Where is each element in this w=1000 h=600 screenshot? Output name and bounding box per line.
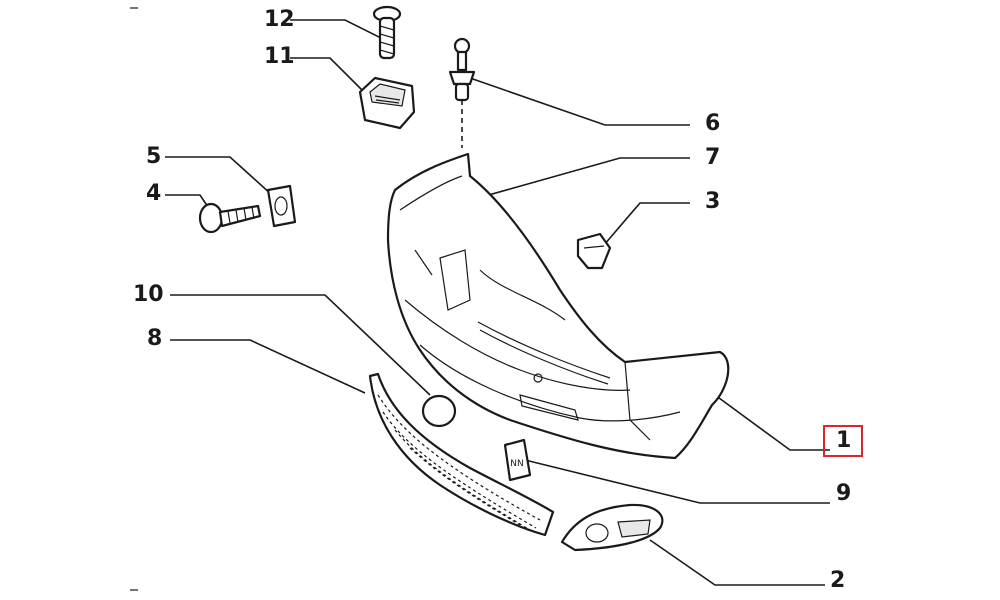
callout-5: 5 [146,144,162,169]
callout-12: 12 [264,7,295,32]
callout-11: 11 [264,44,295,69]
cap-part-10 [421,394,457,428]
retainer-plate-part-5 [266,184,297,228]
bracket-part-9: NN [503,438,532,482]
callout-2: 2 [830,568,846,593]
fog-lamp-bezel-part-2 [560,503,664,552]
clip-nut-part-11 [358,76,416,130]
highlight-box-part-1 [823,425,863,457]
crop-marks [130,7,138,591]
bumper-shell-part-1 [386,152,730,460]
callout-3: 3 [705,189,721,214]
callout-10: 10 [133,282,164,307]
callout-4: 4 [146,181,162,206]
callout-1: 1 [836,428,852,453]
bolt-part-4 [198,202,262,234]
callout-6: 6 [705,111,721,136]
push-stud-part-6 [448,37,476,102]
mesh-grille-part-8 [368,372,555,537]
clip-part-3 [576,232,612,270]
leader-lines [165,19,830,586]
callout-7: 7 [705,145,721,170]
callout-9: 9 [836,481,852,506]
callout-8: 8 [147,326,163,351]
screw-part-12 [372,5,402,60]
bracket-marking: NN [510,459,523,469]
